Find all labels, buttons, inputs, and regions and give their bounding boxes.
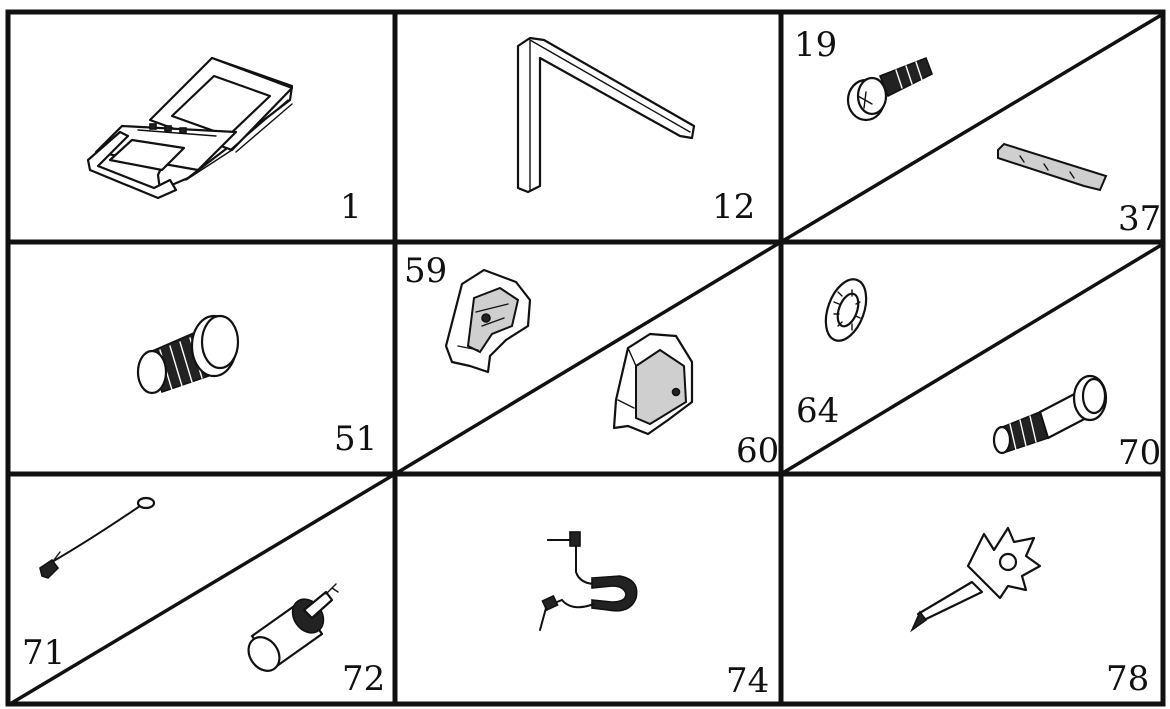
part-number-label: 19 bbox=[794, 25, 837, 65]
part-number-label: 70 bbox=[1118, 433, 1161, 473]
coiled-audio-cable-icon bbox=[539, 531, 638, 631]
part-number-label: 59 bbox=[404, 251, 447, 291]
star-washer-icon bbox=[824, 278, 868, 342]
audio-jack-adapter-icon bbox=[247, 583, 339, 672]
treadmill-frame-icon bbox=[86, 56, 294, 200]
part-number-label: 51 bbox=[334, 419, 377, 459]
part-number-label: 37 bbox=[1118, 199, 1161, 239]
part-number-label: 1 bbox=[340, 187, 362, 227]
part-number-label: 60 bbox=[736, 431, 779, 471]
part-number-label: 12 bbox=[712, 187, 755, 227]
threaded-bolt-icon bbox=[136, 314, 240, 395]
part-number-label: 78 bbox=[1106, 659, 1149, 699]
cell-diagonal bbox=[9, 472, 396, 706]
shoulder-bolt-icon bbox=[992, 374, 1108, 455]
bracket-cover-icon bbox=[444, 268, 532, 374]
multi-wrench-screwdriver-icon bbox=[910, 526, 1042, 633]
cell-diagonal bbox=[780, 242, 1164, 476]
cell-diagonal bbox=[394, 240, 782, 476]
part-number-label: 74 bbox=[726, 661, 769, 701]
part-number-label: 64 bbox=[796, 391, 839, 431]
outer-frame bbox=[5, 9, 1166, 707]
cell-diagonal bbox=[780, 12, 1164, 244]
part-number-label: 72 bbox=[342, 659, 385, 699]
safety-key-cord-icon bbox=[39, 496, 156, 579]
end-cap-icon bbox=[612, 332, 694, 436]
part-number-label: 71 bbox=[22, 633, 65, 673]
trim-strip-icon bbox=[997, 142, 1108, 192]
phillips-screw-icon bbox=[846, 56, 934, 122]
hex-key-icon bbox=[516, 36, 696, 194]
